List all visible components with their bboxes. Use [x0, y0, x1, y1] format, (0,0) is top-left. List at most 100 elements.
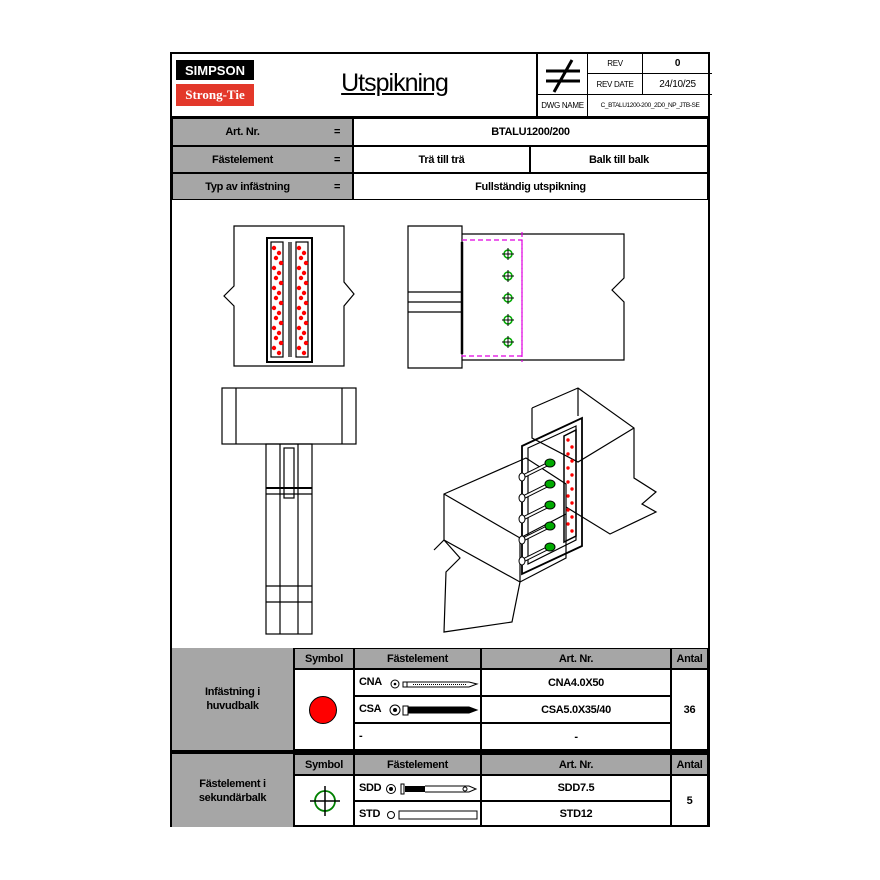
rev-value: 0 — [643, 54, 712, 74]
table2-symbol-cell — [294, 775, 354, 827]
table2-h-symbol: Symbol — [294, 754, 354, 775]
table2-row-label: Fästelement i sekundärbalk — [172, 754, 294, 827]
nail-dot — [303, 300, 309, 306]
art-eq: = — [333, 126, 341, 138]
nail-dot — [303, 340, 309, 346]
iso-screw — [518, 458, 556, 482]
table1-art-row-0: CNA4.0X50 — [481, 669, 671, 696]
front-view — [223, 225, 355, 367]
iso-nail-dot — [570, 459, 574, 463]
iso-nail-dot — [570, 445, 574, 449]
fastener-table-main: Infästning i huvudbalk Symbol Fästelemen… — [172, 648, 708, 750]
logo-bottom: Strong-Tie — [176, 84, 254, 106]
typ-eq: = — [333, 180, 341, 193]
iso-nail-dot — [570, 487, 574, 491]
nail-dot — [273, 335, 279, 341]
art-nr-value: BTALU1200/200 — [353, 118, 708, 146]
typ-label: Typ av infästning — [172, 173, 353, 200]
dwg-name-value: C_BTALU1200-200_2D0_NP_JTB-SE — [600, 102, 700, 109]
info-block: Art. Nr. = BTALU1200/200 Fästelement = T… — [172, 118, 708, 200]
iso-nail-dot — [566, 508, 570, 512]
fastelement-label: Fästelement — [172, 146, 353, 173]
nail-dot — [278, 320, 284, 326]
iso-nail-dot — [566, 494, 570, 498]
isometric-view — [433, 387, 658, 633]
table2-art-row-1: STD12 — [481, 801, 671, 827]
nail-dot — [301, 350, 307, 356]
iso-nail-dot — [566, 522, 570, 526]
technical-drawings — [221, 225, 658, 635]
side-view — [407, 225, 625, 369]
nail-dot — [298, 255, 304, 261]
rev-date-label: REV DATE — [588, 74, 643, 95]
nail-dot — [271, 265, 277, 271]
iso-nail-dot — [566, 452, 570, 456]
screw-symbol — [502, 270, 514, 282]
table2-h-art: Art. Nr. — [481, 754, 671, 775]
table2-fast-row-1: STD — [354, 801, 481, 827]
top-view — [221, 387, 357, 635]
nail-dot — [301, 270, 307, 276]
iso-nail-dot — [570, 515, 574, 519]
fastener-code: STD — [359, 808, 381, 820]
iso-screw — [518, 521, 556, 545]
table1-antal: 36 — [671, 669, 708, 750]
nail-dot — [278, 300, 284, 306]
nail-dot — [298, 275, 304, 281]
iso-nail-dot — [570, 473, 574, 477]
table1-h-symbol: Symbol — [294, 648, 354, 669]
nail-dot — [276, 270, 282, 276]
table1-row-label: Infästning i huvudbalk — [172, 648, 294, 750]
fastener-code: - — [359, 730, 363, 742]
iso-nail-dot — [570, 529, 574, 533]
nail-dot — [271, 245, 277, 251]
nail-dot — [276, 310, 282, 316]
nail-dot — [298, 335, 304, 341]
table2-antal: 5 — [671, 775, 708, 827]
nail-dot — [303, 260, 309, 266]
nail-dot — [273, 275, 279, 281]
iso-nail-dot — [566, 480, 570, 484]
fastelement-value-2: Balk till balk — [530, 146, 708, 173]
nail-dot — [273, 295, 279, 301]
red-nail-symbol-icon — [309, 696, 337, 724]
nail-dot — [276, 290, 282, 296]
nail-dot — [273, 315, 279, 321]
green-screw-symbol-icon — [310, 786, 340, 816]
screw-symbol — [502, 292, 514, 304]
table1-fast-row-0: CNA — [354, 669, 481, 696]
nail-dot — [301, 330, 307, 336]
nail-dot — [271, 345, 277, 351]
nail-dot — [303, 320, 309, 326]
nail-dot — [271, 285, 277, 291]
table1-fast-row-2: - — [354, 723, 481, 750]
nail-dot — [278, 280, 284, 286]
nail-dot — [273, 255, 279, 261]
std-dowel-icon — [387, 810, 478, 820]
table1-art-row-1: CSA5.0X35/40 — [481, 696, 671, 723]
nail-dot — [278, 340, 284, 346]
not-equal-icon — [538, 54, 588, 95]
fast-eq: = — [333, 153, 341, 166]
page-title: Utspikning — [341, 68, 449, 97]
nail-dot — [296, 305, 302, 311]
title-block: DWG NAME REV 0 REV DATE 24/10/25 C_BTALU… — [536, 54, 712, 116]
csa-screw-icon — [389, 704, 479, 716]
dwg-name-label: DWG NAME — [538, 95, 588, 116]
drawing-sheet: SIMPSON Strong-Tie Utspikning DWG NAME R… — [170, 52, 712, 827]
table2-h-antal: Antal — [671, 754, 708, 775]
nail-dot — [298, 315, 304, 321]
simpson-logo: SIMPSON Strong-Tie — [176, 60, 254, 108]
screw-symbol — [502, 336, 514, 348]
iso-nail-dot — [566, 466, 570, 470]
art-nr-label: Art. Nr. — [172, 118, 353, 146]
iso-screw — [518, 542, 556, 566]
nail-dot — [271, 305, 277, 311]
nail-dot — [296, 325, 302, 331]
nail-dot — [296, 245, 302, 251]
rev-label: REV — [588, 54, 643, 74]
nail-dot — [301, 250, 307, 256]
sdd-dowel-icon — [386, 783, 478, 795]
fastener-code: SDD — [359, 782, 382, 794]
screw-symbol — [502, 314, 514, 326]
